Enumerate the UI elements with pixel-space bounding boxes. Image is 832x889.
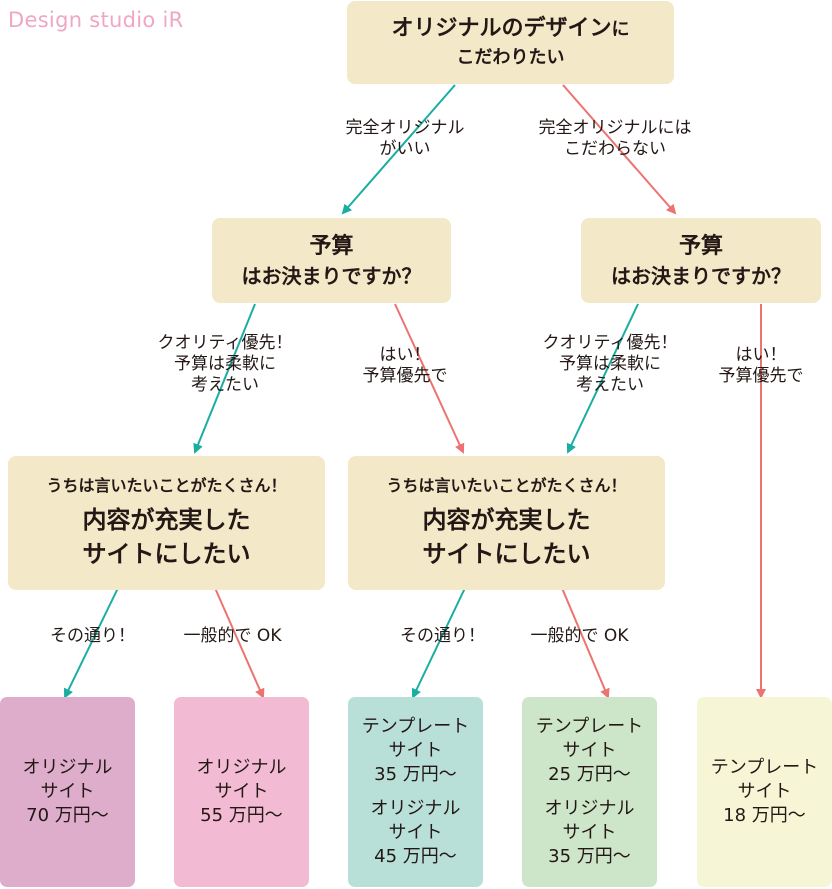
top-question-line1: オリジナルのデザインに	[391, 16, 630, 41]
label-yes-content-right: その通り！	[400, 626, 485, 646]
budget-question-right: 予算 はお決まりですか？	[581, 218, 821, 303]
budget-question-left: 予算 はお決まりですか？	[212, 218, 451, 303]
label-general-left: 一般的で OK	[183, 626, 282, 646]
arrow-top-left	[341, 84, 456, 215]
arrow-r3b	[561, 587, 610, 699]
content-question-right: うちは言いたいことがたくさん！ 内容が充実した サイトにしたい	[348, 456, 665, 590]
branch-label-original: 完全オリジナルがいい	[345, 118, 465, 159]
arrow-l3b	[214, 587, 265, 699]
label-quality-left: クオリティ優先！予算は柔軟に考えたい	[157, 333, 293, 395]
label-general-right: 一般的で OK	[530, 626, 629, 646]
label-yes-budget-left: はい！予算優先で	[362, 345, 448, 386]
label-yes-budget-right: はい！予算優先で	[718, 345, 804, 386]
top-question-line2: こだわりたい	[456, 47, 565, 68]
content-question-left: うちは言いたいことがたくさん！ 内容が充実した サイトにしたい	[8, 456, 325, 590]
arrow-top-right	[562, 84, 677, 215]
brand-logo: Design studio iR	[8, 8, 184, 32]
top-question-box: オリジナルのデザインに こだわりたい	[347, 1, 674, 84]
label-quality-right: クオリティ優先！予算は柔軟に考えたい	[542, 333, 678, 395]
arrow-r2-left	[566, 303, 639, 454]
branch-label-no-original: 完全オリジナルにはこだわらない	[538, 118, 692, 159]
arrow-l3a	[64, 587, 119, 699]
arrow-l2-left	[193, 303, 256, 454]
arrow-l2-right	[394, 303, 465, 454]
label-yes-content-left: その通り！	[50, 626, 135, 646]
arrow-r3a	[411, 587, 466, 699]
